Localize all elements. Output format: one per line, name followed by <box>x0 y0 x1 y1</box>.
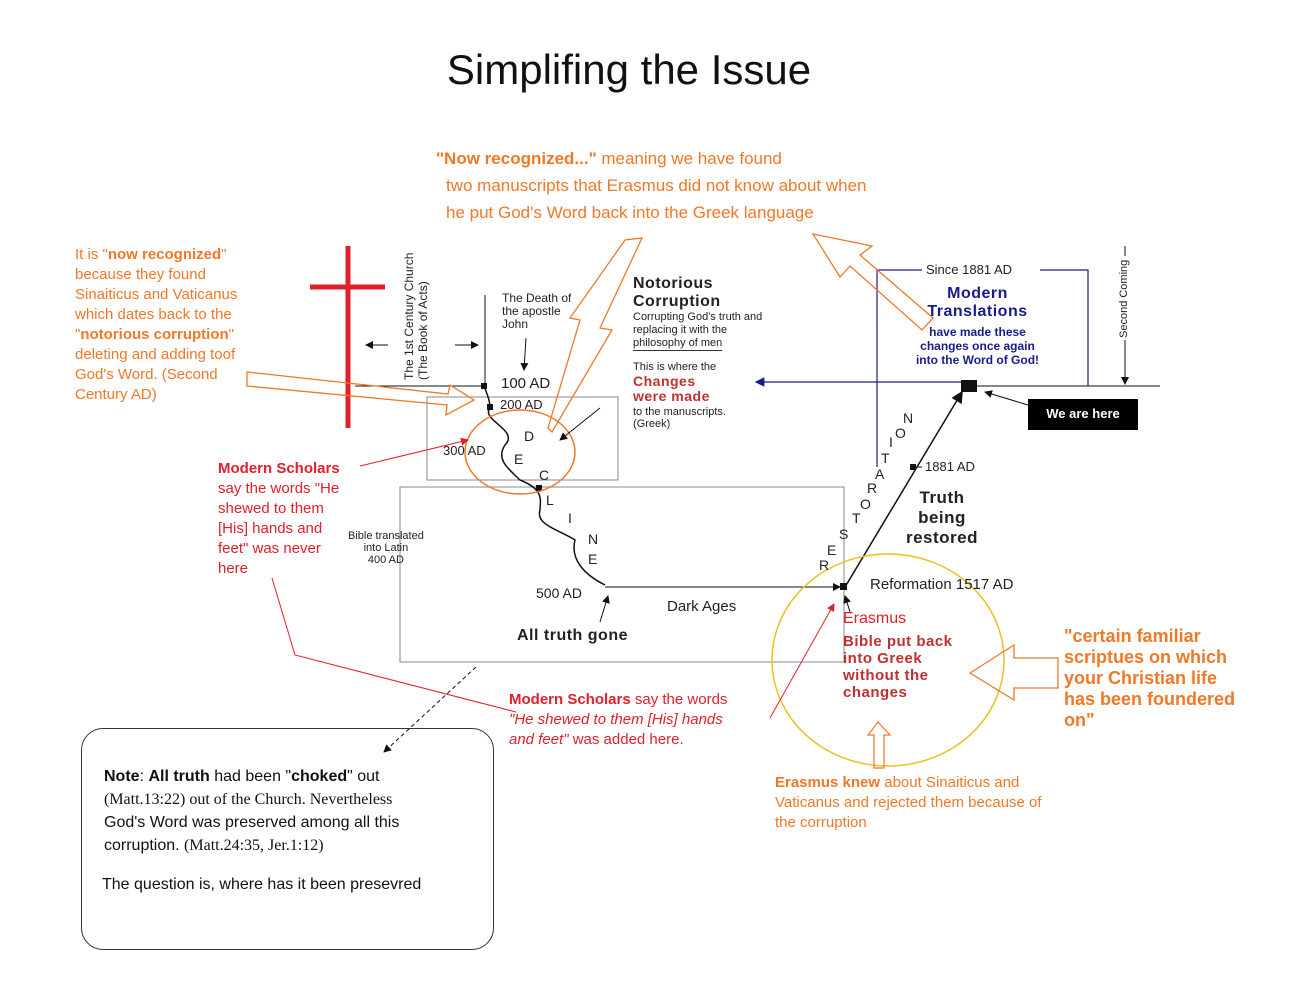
corruption-box <box>426 396 619 481</box>
decline-letter: E <box>514 451 524 467</box>
modern-translations-title: Modern Translations <box>927 285 1028 320</box>
top-note-line3: he put God's Word back into the Greek la… <box>446 203 814 222</box>
page-title: Simplifing the Issue <box>446 46 812 93</box>
modern-translations-desc: have made these changes once again into … <box>915 325 1040 367</box>
decline-letter: N <box>588 531 599 547</box>
john-arrow <box>520 337 529 371</box>
we-are-here-marker <box>961 380 977 392</box>
restoration-letter: T <box>881 450 890 466</box>
all-truth-gone-arrow <box>599 595 610 623</box>
notorious-where: This is where the <box>633 361 717 373</box>
scholars-bottom-arrow <box>769 603 835 719</box>
marker-200ad <box>487 404 493 410</box>
marker-300ad <box>536 485 542 491</box>
marker-1881 <box>910 464 916 470</box>
notorious-title: Notorious Corruption <box>633 275 721 310</box>
note-text: Note: All truth had been "choked" out (M… <box>104 768 400 854</box>
date-200ad: 200 AD <box>500 397 543 412</box>
modern-up-arrow <box>811 233 934 331</box>
note-box <box>81 728 494 950</box>
erasmus-arrow <box>843 595 851 613</box>
death-of-john: The Death of the apostle John <box>502 291 572 331</box>
top-note-line1: "Now recognized..." meaning we have foun… <box>436 149 782 168</box>
scholars-connector <box>271 577 517 713</box>
second-coming-label: Second Coming <box>1118 259 1130 338</box>
restoration-letter: I <box>889 434 893 450</box>
erasmus-desc: Bible put back into Greek without the ch… <box>843 633 953 701</box>
restoration-letter: E <box>827 542 837 558</box>
reformation-label: Reformation 1517 AD <box>870 576 1014 593</box>
date-1881ad: 1881 AD <box>925 459 975 474</box>
notorious-arrow <box>559 407 601 441</box>
restoration-letter: S <box>839 526 849 542</box>
we-are-here-arrow <box>984 390 1029 406</box>
decline-letter: E <box>588 551 598 567</box>
restoration-letter: R <box>819 557 830 573</box>
left-note-arrow <box>246 371 476 417</box>
decline-letter: D <box>524 428 535 444</box>
cross-icon <box>310 246 385 428</box>
decline-curve <box>483 385 606 586</box>
dark-ages-label: Dark Ages <box>667 598 737 615</box>
restoration-letter: N <box>903 410 914 426</box>
erasmus-knew-note: Erasmus knew about Sinaiticus and Vatica… <box>775 774 1042 831</box>
corruption-circle <box>464 409 576 495</box>
certain-arrow <box>968 643 1059 702</box>
decline-letter: I <box>568 510 572 526</box>
note-question: The question is, where has it been prese… <box>102 876 422 893</box>
erasmus-circle <box>771 553 1005 767</box>
notorious-desc: Corrupting God's truth and replacing it … <box>633 311 763 351</box>
decline-letter: C <box>539 467 550 483</box>
all-truth-gone-label: All truth gone <box>517 627 628 644</box>
restoration-letter: T <box>852 510 861 526</box>
dark-ages-box <box>399 486 845 663</box>
modern-box-right <box>1040 269 1089 386</box>
top-note-arrow <box>547 237 644 434</box>
modern-scholars-bottom: Modern Scholars say the words "He shewed… <box>509 691 728 748</box>
modern-scholars-left: Modern Scholars say the words "He shewed… <box>218 460 340 577</box>
changes-label: Changes were made <box>633 373 710 404</box>
scholars-left-arrow <box>359 437 469 467</box>
restoration-letter: O <box>860 496 871 512</box>
restoration-letter: O <box>895 425 906 441</box>
church-label: The 1st Century Church (The Book of Acts… <box>402 252 430 380</box>
we-are-here-label: We are here <box>1046 406 1120 421</box>
date-300ad: 300 AD <box>443 443 486 458</box>
date-500ad: 500 AD <box>536 585 582 601</box>
we-are-here-box <box>1028 399 1138 430</box>
decline-letter: L <box>546 492 554 508</box>
restoration-letter: A <box>875 466 885 482</box>
certain-familiar-quote: "certain familiar scriptues on which you… <box>1064 626 1236 730</box>
date-400ad: Bible translated into Latin 400 AD <box>348 530 424 566</box>
marker-100ad <box>481 383 487 389</box>
restoration-line <box>844 390 963 588</box>
truth-restored-label: Truth being restored <box>905 488 979 547</box>
notorious-manuscripts: to the manuscripts. (Greek) <box>633 406 726 430</box>
left-note: It is "now recognized" because they foun… <box>75 246 238 403</box>
top-note-line2: two manuscripts that Erasmus did not kno… <box>446 176 867 195</box>
restoration-letter: R <box>867 480 878 496</box>
since-1881-label: Since 1881 AD <box>926 262 1013 277</box>
erasmus-knew-arrow <box>866 721 892 769</box>
date-100ad: 100 AD <box>501 375 551 392</box>
marker-reformation <box>840 583 847 590</box>
erasmus-name: Erasmus <box>843 610 907 627</box>
